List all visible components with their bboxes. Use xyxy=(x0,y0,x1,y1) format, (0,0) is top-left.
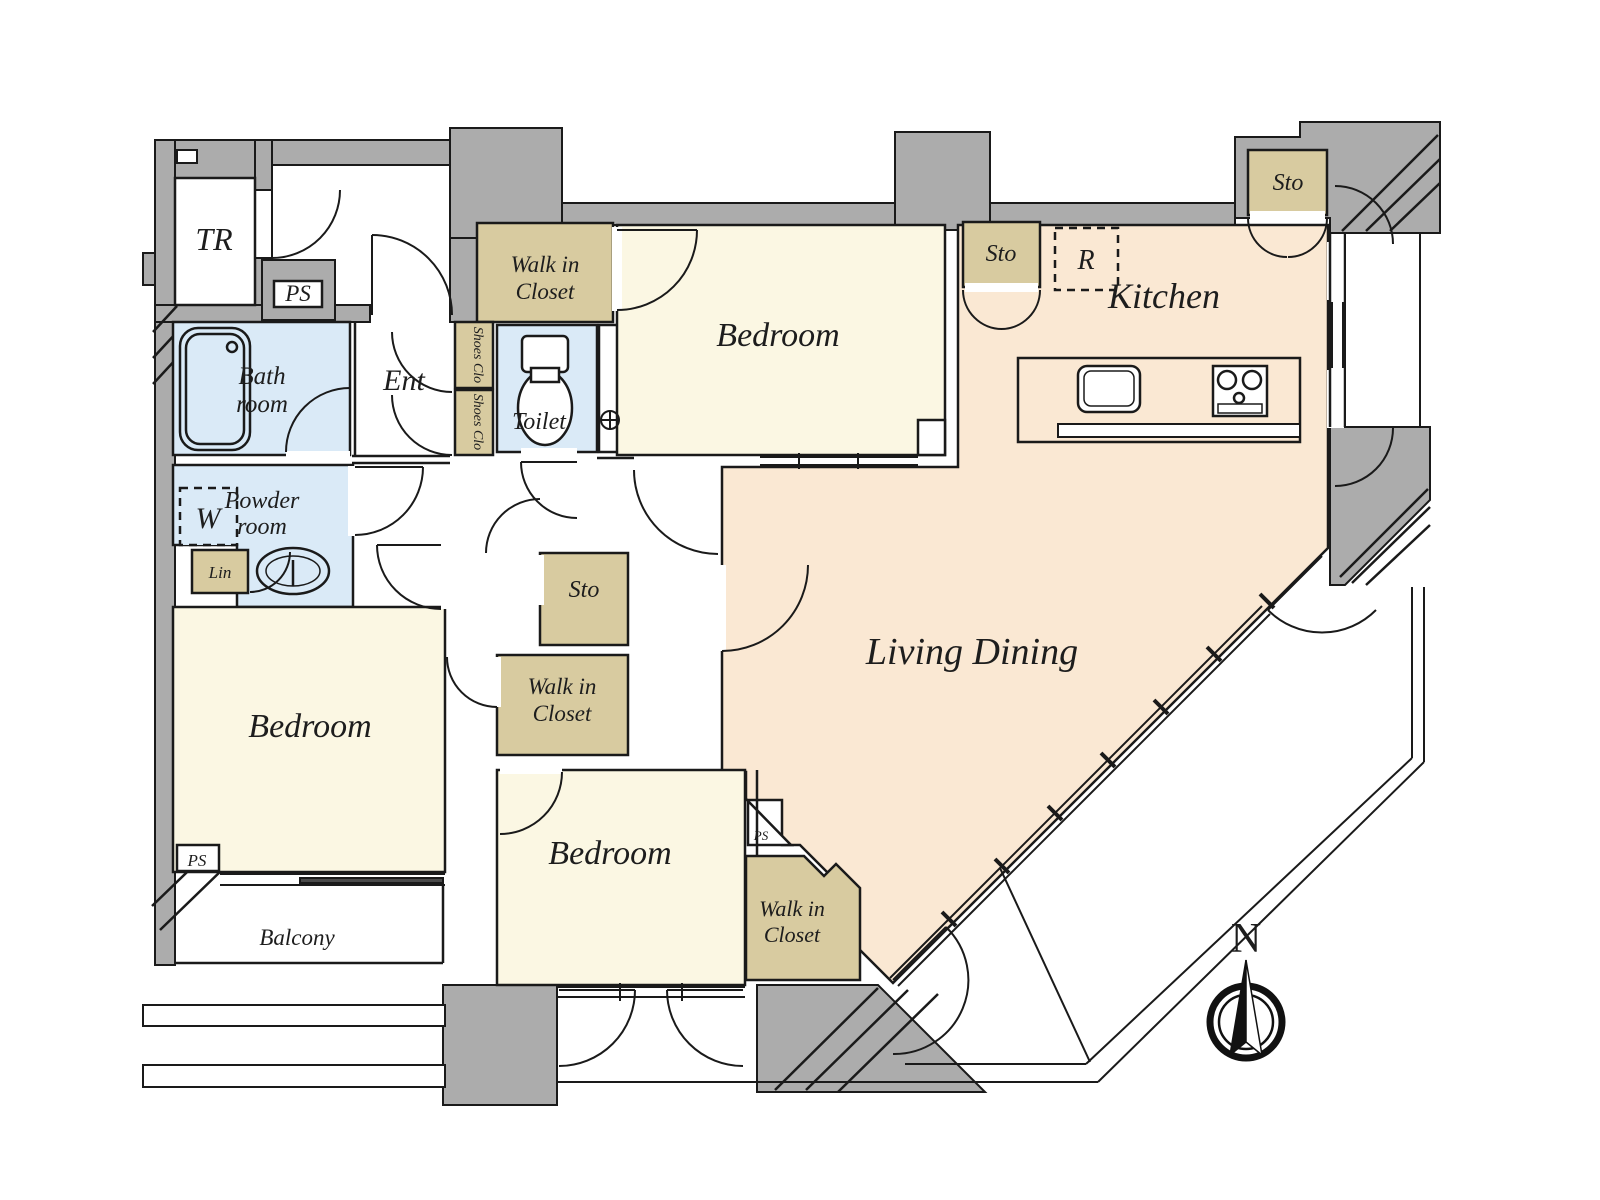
room-sto-kitchen xyxy=(961,220,1042,289)
label-bedroom-top: Bedroom xyxy=(716,317,839,354)
kitchen-counter xyxy=(1016,356,1302,444)
sink-icon xyxy=(255,546,331,596)
label-r: R xyxy=(1076,245,1094,276)
shoes-closet-1 xyxy=(453,320,495,390)
label-bedroom-bottom: Bedroom xyxy=(548,835,671,872)
toilet-icon xyxy=(516,334,574,447)
label-wic-middle-1: Walk in xyxy=(528,674,597,699)
stove-icon xyxy=(1211,364,1269,418)
room-bedroom-top xyxy=(615,223,947,457)
wall-hatching xyxy=(151,134,1441,1093)
fixtures xyxy=(175,226,1302,873)
room-bedroom-bottom xyxy=(495,768,747,987)
fan-icon xyxy=(600,410,620,430)
label-w: W xyxy=(196,502,224,535)
label-bath-1: Bath xyxy=(238,363,285,390)
label-shoes-2: Shoes Clo xyxy=(470,394,485,450)
label-balcony: Balcony xyxy=(259,925,335,950)
label-north: N xyxy=(1231,916,1261,962)
label-wic-top-1: Walk in xyxy=(511,252,580,277)
label-toilet: Toilet xyxy=(512,409,567,435)
compass-icon xyxy=(1206,959,1286,1062)
label-powder-1: Powder xyxy=(224,488,300,514)
label-bedroom-left: Bedroom xyxy=(248,708,371,745)
label-ent: Ent xyxy=(382,364,425,397)
label-sto-middle: Sto xyxy=(569,577,600,603)
ps-triangle xyxy=(746,797,794,847)
kitchen-sink-icon xyxy=(1076,364,1142,414)
label-lin: Lin xyxy=(208,563,232,582)
label-wic-bottom-2: Closet xyxy=(764,922,821,947)
room-bedroom-left xyxy=(171,605,447,874)
balcony-outlines xyxy=(142,232,1425,1088)
room-wic-bottom xyxy=(744,854,862,982)
label-ps-top: PS xyxy=(284,281,311,306)
label-shoes-1: Shoes Clo xyxy=(470,327,485,383)
doors xyxy=(249,185,1394,1067)
label-kitchen: Kitchen xyxy=(1107,276,1220,316)
refrigerator-box xyxy=(1053,226,1120,292)
label-wic-bottom-1: Walk in xyxy=(759,896,825,921)
ps-box-top xyxy=(272,279,324,309)
label-tr: TR xyxy=(195,221,233,257)
label-sto-kitchen: Sto xyxy=(986,241,1017,267)
room-lin xyxy=(190,548,250,595)
door-openings xyxy=(286,211,1347,774)
labels: TR PS Bath room Powder room W Lin Ent Sh… xyxy=(187,170,1304,962)
label-powder-2: room xyxy=(237,514,287,540)
label-bath-2: room xyxy=(236,391,288,418)
room-wic-middle xyxy=(495,653,630,757)
label-ps-triangle: PS xyxy=(753,828,769,843)
bathtub-icon xyxy=(178,326,252,452)
label-sto-corner: Sto xyxy=(1273,170,1304,196)
room-tr xyxy=(173,176,257,307)
label-wic-top-2: Closet xyxy=(516,279,575,304)
structure-walls xyxy=(142,121,1441,1106)
shoes-closet-2 xyxy=(453,388,495,457)
label-wic-middle-2: Closet xyxy=(533,701,592,726)
wall-lines xyxy=(175,233,1347,965)
label-living-dining: Living Dining xyxy=(865,631,1078,673)
washer-box xyxy=(178,486,239,547)
ps-box-left xyxy=(175,843,221,873)
label-ps-left: PS xyxy=(187,851,207,870)
windows xyxy=(220,302,1344,1001)
